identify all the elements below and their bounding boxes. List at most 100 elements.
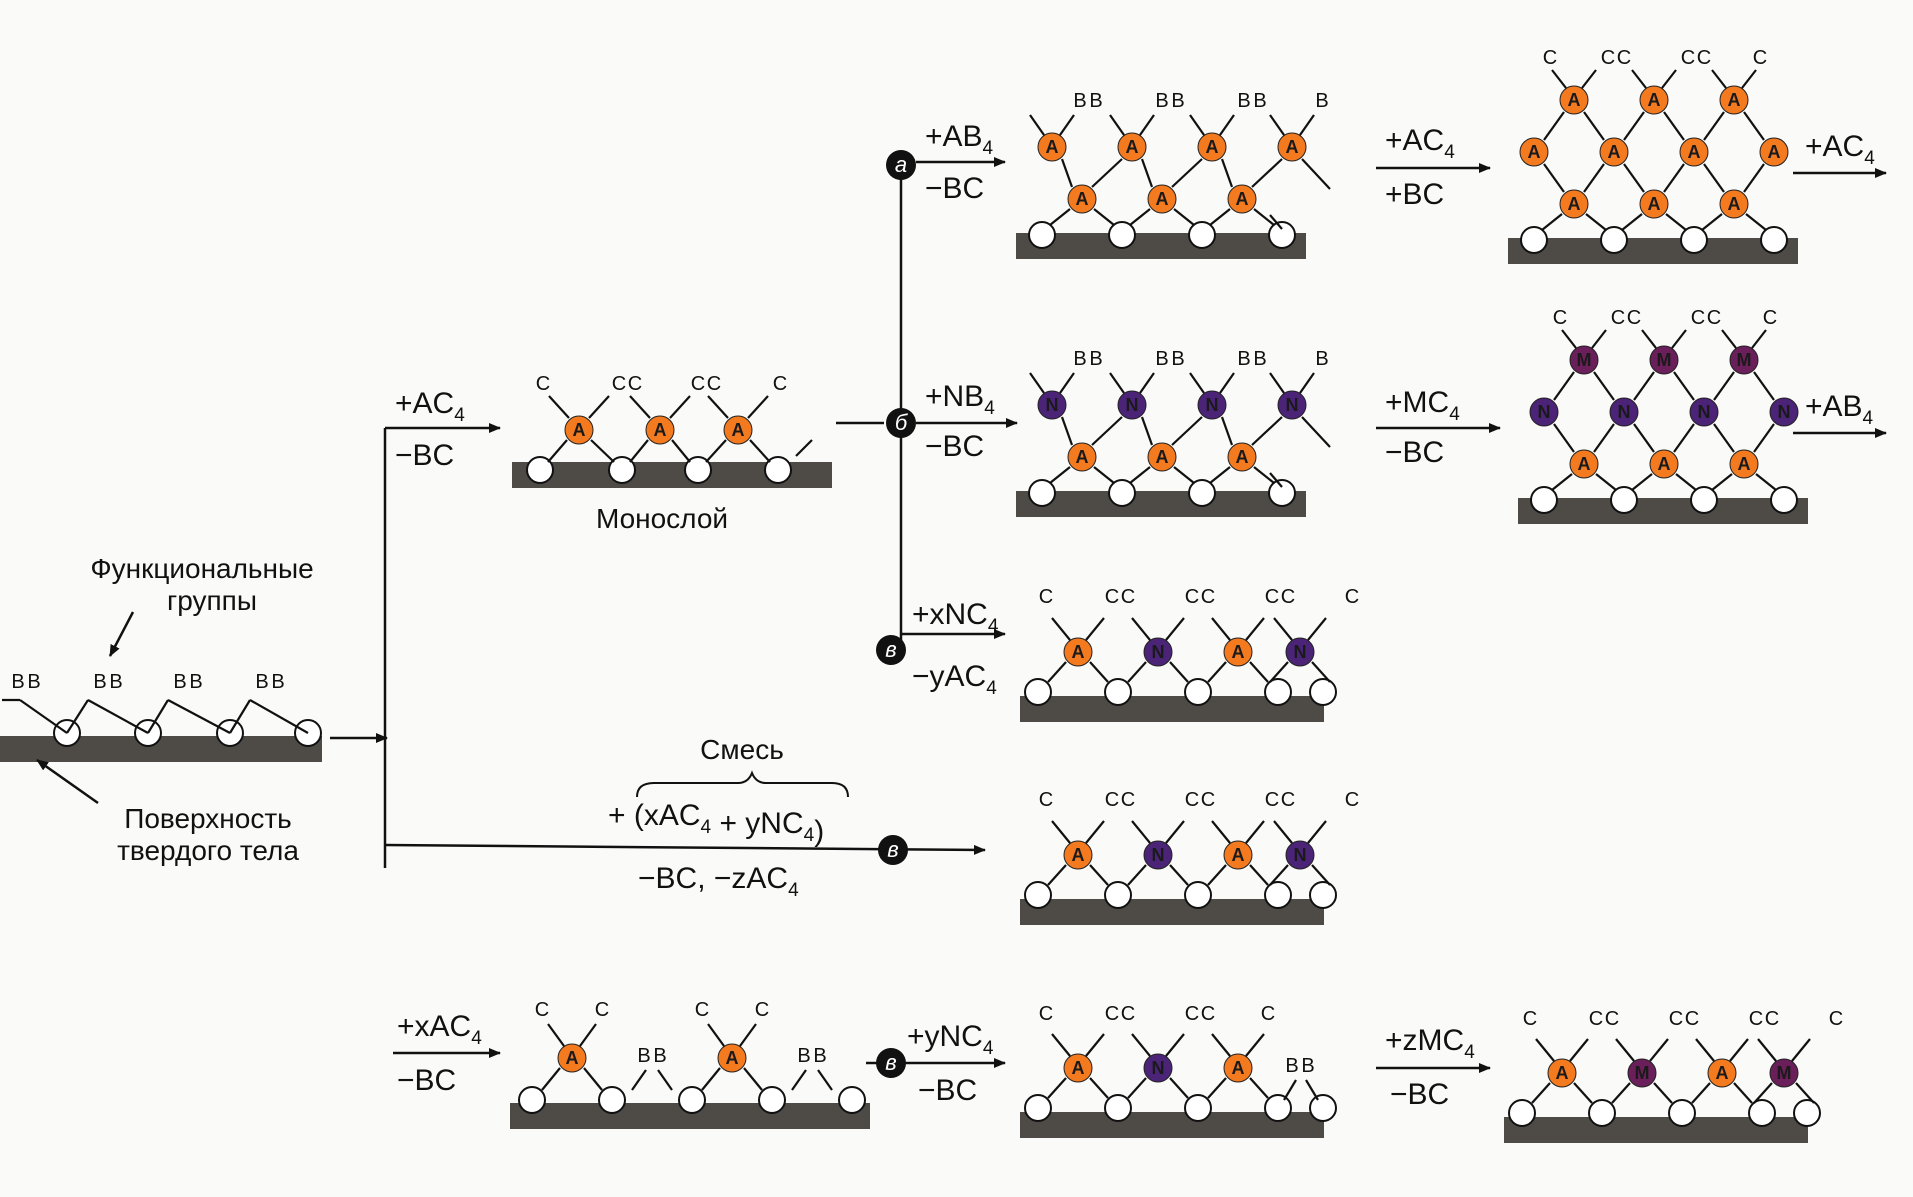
label-functional-groups-2: группы: [167, 585, 257, 616]
group-label-c: C: [1185, 789, 1199, 811]
group-label-b: B: [1315, 348, 1328, 370]
surface-site: [1668, 1099, 1696, 1127]
bond: [1093, 208, 1115, 226]
bond: [1269, 372, 1285, 394]
surface-site: [1268, 479, 1296, 507]
group-label-b: B: [637, 1045, 650, 1067]
label-below-bottom-1: −BC: [397, 1064, 456, 1097]
bond: [1695, 1038, 1715, 1062]
bond: [1535, 1038, 1555, 1062]
bond: [1593, 423, 1615, 453]
svg-text:в: в: [885, 637, 896, 662]
bond: [1029, 114, 1045, 136]
bond: [1127, 864, 1147, 886]
surface-site: [1268, 221, 1296, 249]
bond: [1209, 466, 1231, 484]
atom-A: A: [1719, 85, 1749, 115]
label-below-a-step2: +BC: [1385, 178, 1444, 211]
bond: [1089, 864, 1109, 886]
bond: [1631, 473, 1653, 491]
atom-A: A: [1147, 442, 1177, 472]
atom-N-letter: N: [1618, 402, 1631, 422]
label-monolayer: Монослой: [596, 503, 728, 534]
bond: [1623, 163, 1645, 193]
bond: [747, 395, 769, 419]
atom-A: A: [1759, 137, 1789, 167]
formula-part: −BC: [1385, 436, 1444, 469]
bond: [1543, 163, 1565, 193]
formula-part: +AC: [1385, 124, 1444, 157]
bond: [547, 1023, 565, 1047]
substrate: [1518, 498, 1808, 524]
bond: [707, 395, 729, 419]
group-label-c: C: [1601, 47, 1615, 69]
bond: [1269, 114, 1285, 136]
bond: [657, 1069, 673, 1091]
bond: [1173, 466, 1195, 484]
bond: [1791, 1038, 1811, 1062]
atom-M-letter: M: [1577, 350, 1592, 370]
substrate: [1016, 491, 1306, 517]
formula-part: +MC: [1385, 386, 1449, 419]
bond: [1085, 617, 1105, 641]
group-label-b: B: [1171, 348, 1184, 370]
group-label-c: C: [1201, 1003, 1215, 1025]
atom-A-circle: [1223, 1053, 1253, 1083]
label-below-bottom-3: −BC: [1390, 1078, 1449, 1111]
group-label-c: C: [1261, 1003, 1275, 1025]
atom-A: A: [1569, 449, 1599, 479]
atom-A-circle: [1063, 1053, 1093, 1083]
group-label-c: C: [1345, 586, 1359, 608]
surface-site: [1690, 486, 1718, 514]
bond: [749, 439, 771, 463]
formula-part: +AB: [925, 120, 983, 153]
atom-N: N: [1689, 397, 1719, 427]
atom-A-circle: [1559, 85, 1589, 115]
group-label-b: B: [1301, 1055, 1314, 1077]
label-above-mixture-step: + (xAC4 + yNC4): [608, 799, 824, 848]
group-label-c: C: [1281, 789, 1295, 811]
formula-part: +zMC: [1385, 1024, 1464, 1057]
surface-site: [1264, 881, 1292, 909]
bond: [1553, 371, 1575, 401]
atom-A-circle: [1067, 442, 1097, 472]
atom-A-circle: [1559, 189, 1589, 219]
bond: [1245, 820, 1265, 844]
formula-part: −BC: [925, 430, 984, 463]
bond: [1047, 864, 1067, 886]
bond: [1641, 329, 1657, 349]
atom-N: N: [1197, 390, 1227, 420]
subscript: 4: [701, 817, 712, 838]
atom-N: N: [1117, 390, 1147, 420]
bond: [1593, 371, 1615, 401]
bond: [541, 1067, 561, 1091]
formula-part: −BC, −zAC: [638, 862, 788, 895]
bond: [1165, 617, 1185, 641]
group-label-b: B: [189, 671, 202, 693]
atom-A-letter: A: [1608, 142, 1621, 162]
atom-M: M: [1729, 345, 1759, 375]
bond: [1245, 617, 1265, 641]
atom-A-letter: A: [573, 420, 586, 440]
bond: [1307, 820, 1327, 844]
atom-N-letter: N: [1698, 402, 1711, 422]
atom-N-circle: [1143, 637, 1173, 667]
group-label-c: C: [1265, 789, 1279, 811]
atom-M-circle: [1569, 345, 1599, 375]
atom-N-letter: N: [1778, 402, 1791, 422]
formula-part: +xNC: [912, 598, 988, 631]
atom-A-circle: [1227, 442, 1257, 472]
group-label-c: C: [1265, 586, 1279, 608]
bond: [1173, 208, 1195, 226]
atom-A-letter: A: [1568, 90, 1581, 110]
group-label-c: C: [1681, 47, 1695, 69]
bond: [579, 1023, 597, 1047]
atom-M-letter: M: [1737, 350, 1752, 370]
substrate: [1016, 233, 1306, 259]
atom-N: N: [1609, 397, 1639, 427]
bond: [249, 699, 309, 734]
group-label-c: C: [1691, 307, 1705, 329]
group-label-b: B: [109, 671, 122, 693]
bond: [167, 699, 231, 734]
atom-A: A: [1223, 1053, 1253, 1083]
